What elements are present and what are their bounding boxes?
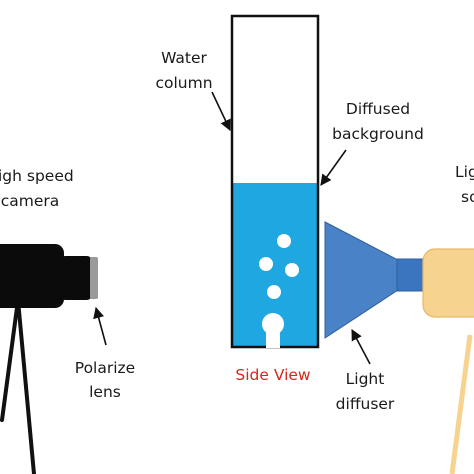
bubbles [259, 234, 299, 348]
bubble [285, 263, 299, 277]
bubble [277, 234, 291, 248]
lens-label-line2: lens [89, 383, 121, 401]
diffuser-neck [396, 258, 424, 292]
diffuser-label-line2: diffuser [336, 395, 395, 413]
background-label-line1: Diffused [346, 100, 410, 118]
source-label-line2: source [461, 188, 474, 206]
bubble [259, 257, 273, 271]
diffuser-label-line1: Light [346, 370, 385, 388]
camera-label-line1: High speed [0, 167, 74, 185]
polarize-lens-arrow [93, 306, 107, 346]
camera-label-line2: camera [1, 192, 60, 210]
background-arrow [320, 149, 347, 186]
bubble-nozzle-stem [266, 328, 280, 348]
high-speed-camera [0, 244, 98, 308]
light-diffuser [324, 221, 399, 339]
source-label-line1: Light [455, 163, 474, 181]
bubble [267, 285, 281, 299]
lens-label-line1: Polarize [75, 359, 135, 377]
background-label-line2: background [332, 125, 424, 143]
light-diffuser-arrow [351, 329, 371, 365]
water-label-line1: Water [161, 49, 207, 67]
side-view-label: Side View [235, 366, 311, 384]
light-source [422, 248, 474, 474]
camera-tripod [0, 298, 36, 474]
polarize-lens-element [90, 257, 98, 299]
water-label-line2: column [155, 74, 212, 92]
water-column-arrow [211, 91, 231, 132]
